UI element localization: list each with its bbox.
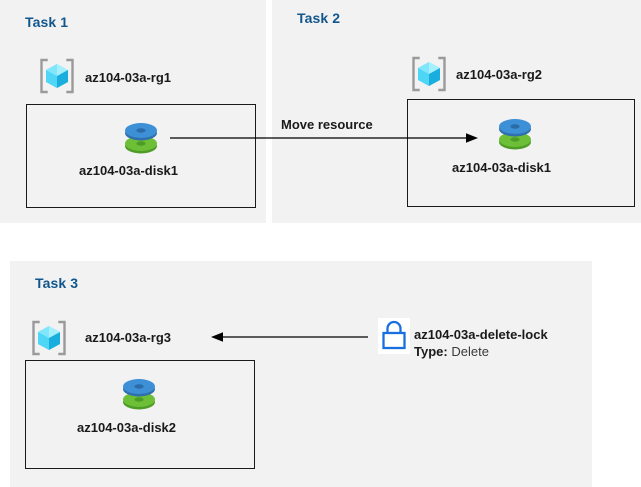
connector-move-resource-label: Move resource <box>281 117 373 132</box>
resource-group-label-rg1: az104-03a-rg1 <box>85 70 171 85</box>
connector-delete-lock <box>210 328 370 346</box>
resource-label-disk1-task2: az104-03a-disk1 <box>452 160 552 175</box>
resource-label-disk2-task3: az104-03a-disk2 <box>77 420 177 435</box>
lock-type-key: Type: <box>414 344 448 359</box>
task-1-title: Task 1 <box>25 14 69 30</box>
resource-box-task-3 <box>25 360 255 469</box>
resource-box-task-2 <box>407 99 635 207</box>
managed-disk-icon <box>119 373 159 415</box>
managed-disk-icon <box>495 113 535 155</box>
lock-type-value: Delete <box>451 344 489 359</box>
lock-type-row: Type: Delete <box>414 344 489 359</box>
task-2-title: Task 2 <box>297 10 341 26</box>
managed-disk-icon <box>121 117 161 159</box>
connector-move-resource <box>170 128 480 148</box>
resource-box-task-1 <box>26 104 256 208</box>
lock-label: az104-03a-delete-lock <box>414 327 548 342</box>
resource-group-icon <box>410 56 448 92</box>
resource-group-label-rg3: az104-03a-rg3 <box>85 330 171 345</box>
resource-label-disk1-task1: az104-03a-disk1 <box>79 163 179 178</box>
task-3-title: Task 3 <box>35 275 79 291</box>
resource-group-icon <box>38 58 76 94</box>
resource-group-label-rg2: az104-03a-rg2 <box>456 67 542 82</box>
lock-icon <box>378 318 410 354</box>
resource-group-icon <box>30 320 68 356</box>
